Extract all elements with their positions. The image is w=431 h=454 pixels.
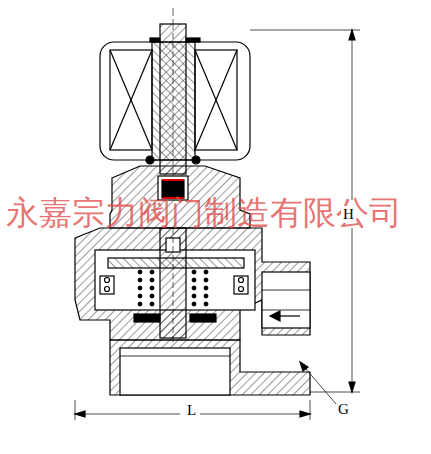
dimension-label: G bbox=[338, 402, 349, 417]
dimension-label: H bbox=[341, 206, 356, 223]
dimension-label: L bbox=[185, 402, 198, 419]
